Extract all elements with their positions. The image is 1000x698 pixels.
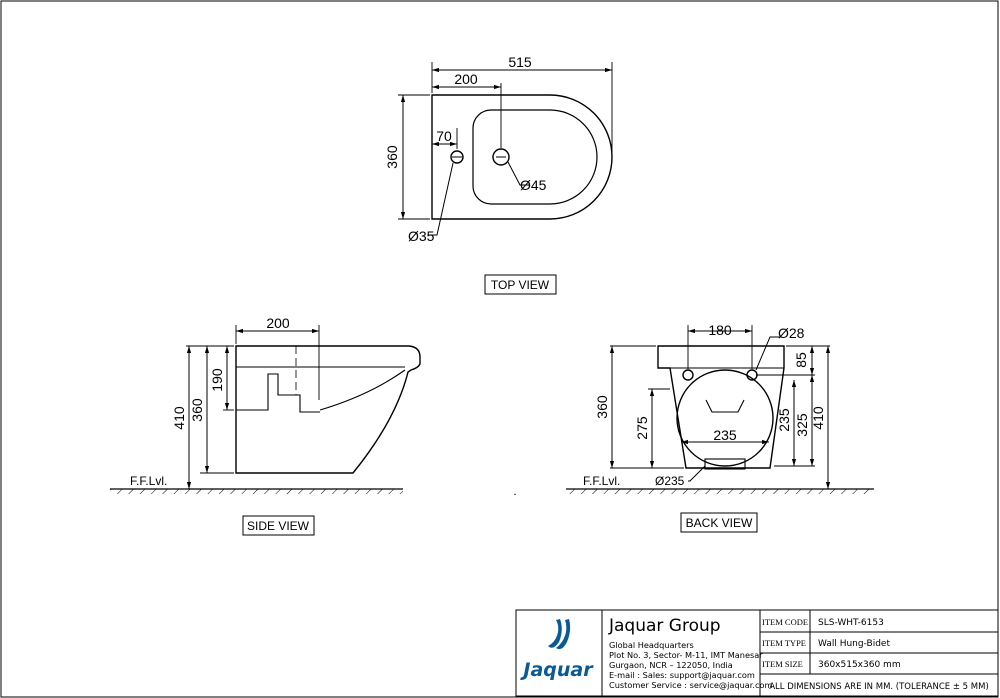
title-block <box>515 609 999 697</box>
item-size-label: ITEM SIZE <box>762 659 803 669</box>
side-floor-hatch <box>110 489 403 494</box>
address-line-2: Plot No. 3, Sector- M-11, IMT Manesar <box>609 650 763 660</box>
side-hole <box>450 150 464 164</box>
dim-360-back: 360 <box>594 395 610 419</box>
address-line-1: Global Headquarters <box>609 640 694 650</box>
address-line-4: E-mail : Sales: support@jaquar.com <box>609 670 755 680</box>
dim-275: 275 <box>634 416 650 440</box>
top-view-outline <box>431 94 613 220</box>
item-size-value: 360x515x360 mm <box>818 660 901 670</box>
back-view-label: BACK VIEW <box>686 516 753 530</box>
logo-text: Jaquar <box>519 659 594 681</box>
back-view-label-box <box>680 512 758 533</box>
back-view <box>566 325 874 490</box>
back-view-outline <box>657 345 785 469</box>
dimension-note: ALL DIMENSIONS ARE IN MM. (TOLERANCE ± 5… <box>769 682 989 692</box>
company-name: Jaquar Group <box>608 616 721 636</box>
dim-410-back: 410 <box>810 406 826 430</box>
dim-200-side: 200 <box>266 315 290 331</box>
dim-360-top: 360 <box>384 145 400 169</box>
dim-dia-35: Ø35 <box>408 228 435 244</box>
dim-70: 70 <box>436 128 452 144</box>
dim-dia-235: Ø235 <box>655 474 685 488</box>
item-code-label: ITEM CODE <box>762 617 808 627</box>
dim-85: 85 <box>793 352 809 368</box>
dim-235-center: 235 <box>713 427 737 443</box>
side-view-outline <box>235 345 421 474</box>
top-view <box>398 62 613 236</box>
dim-360-side: 360 <box>189 398 205 422</box>
item-code-value: SLS-WHT-6153 <box>818 618 884 628</box>
side-view-label: SIDE VIEW <box>247 519 310 533</box>
dim-410-side: 410 <box>171 406 187 430</box>
dim-dia-28: Ø28 <box>778 325 805 341</box>
back-floor-hatch <box>566 489 874 494</box>
side-floor-label: F.F.Lvl. <box>130 474 167 488</box>
dim-515: 515 <box>508 54 532 70</box>
dim-190: 190 <box>209 368 225 392</box>
item-type-label: ITEM TYPE <box>762 638 806 648</box>
item-type-value: Wall Hung-Bidet <box>818 639 890 649</box>
back-hole-left <box>682 369 694 381</box>
side-view <box>110 325 421 490</box>
top-view-bowl <box>472 109 598 205</box>
jaquar-logo-icon <box>548 619 571 650</box>
back-view-outlet <box>704 458 746 470</box>
dim-dia-45: Ø45 <box>520 177 547 193</box>
dim-325: 325 <box>794 413 810 437</box>
back-floor-label: F.F.Lvl. <box>583 474 620 488</box>
dim-235-right: 235 <box>776 408 792 432</box>
dim-180: 180 <box>708 322 732 338</box>
address-line-3: Gurgaon, NCR – 122050, India <box>609 660 733 670</box>
side-view-label-box <box>242 515 315 536</box>
back-view-bowl-circle <box>676 369 774 467</box>
center-mark: . <box>513 484 516 498</box>
dim-200-top: 200 <box>454 71 478 87</box>
center-hole <box>492 148 510 166</box>
address-line-5: Customer Service : service@jaquar.com <box>609 680 773 690</box>
top-view-label-box <box>484 274 557 295</box>
top-view-label: TOP VIEW <box>491 278 550 292</box>
